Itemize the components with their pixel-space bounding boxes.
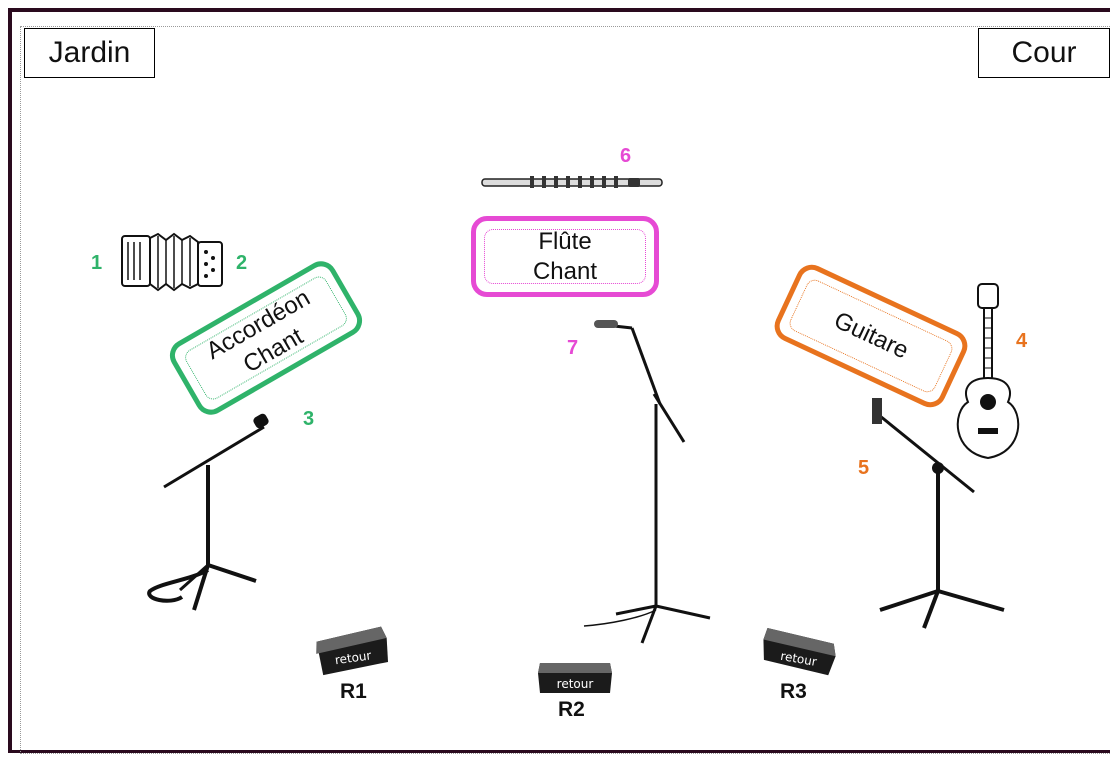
mic-stand-3-icon — [147, 413, 269, 611]
input-number-6: 6 — [620, 145, 632, 167]
monitor-r2-text: retour — [557, 677, 594, 691]
jardin-label: Jardin — [24, 28, 155, 78]
monitor-r1-text: retour — [334, 648, 372, 667]
cour-label: Cour — [978, 28, 1110, 78]
input-number-1: 1 — [91, 252, 103, 274]
input-number-7: 7 — [567, 337, 579, 359]
input-number-3: 3 — [303, 408, 315, 430]
monitor-r2-icon: retour — [538, 663, 612, 693]
monitor-label-r1: R1 — [340, 680, 367, 703]
mic-stand-5-icon — [872, 398, 1005, 629]
accordion-icon — [121, 232, 223, 292]
input-number-4: 4 — [1016, 330, 1028, 352]
monitor-r1-icon: retour — [316, 626, 389, 676]
stage-frame — [8, 8, 1110, 753]
input-number-5: 5 — [858, 457, 870, 479]
stage-area — [20, 26, 1110, 754]
monitor-r3-icon: retour — [763, 628, 836, 676]
zone-flute-line1: Flûte — [538, 227, 592, 255]
flute-icon — [481, 176, 663, 188]
monitor-label-r3: R3 — [780, 680, 807, 703]
monitor-label-r2: R2 — [558, 698, 585, 721]
zone-flute-line2: Chant — [532, 257, 598, 285]
guitar-icon — [956, 283, 1020, 460]
mic-stand-7-icon — [583, 320, 711, 644]
input-number-2: 2 — [236, 252, 248, 274]
monitor-r3-text: retour — [779, 649, 818, 669]
zone-flute: Flûte Chant — [471, 216, 659, 297]
